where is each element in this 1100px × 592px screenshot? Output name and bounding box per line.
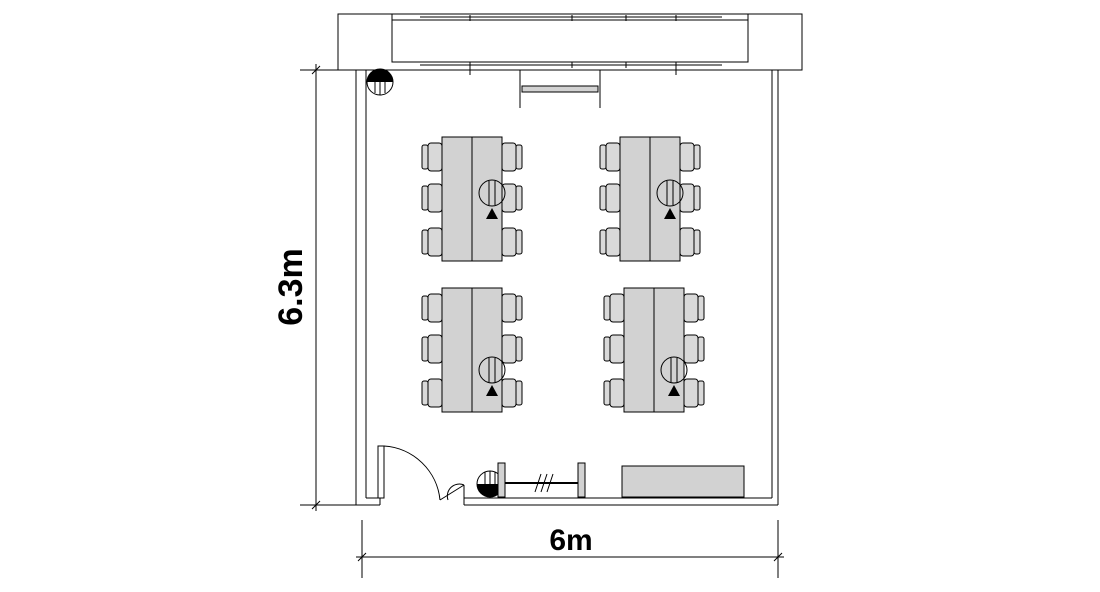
meeting-table-group bbox=[421, 287, 523, 413]
chair bbox=[501, 293, 517, 323]
chair-back bbox=[603, 295, 611, 321]
chair bbox=[501, 227, 517, 257]
height-dimension-label: 6.3m bbox=[272, 248, 310, 326]
chair bbox=[501, 142, 517, 172]
table-outlet bbox=[478, 356, 506, 396]
chair bbox=[679, 142, 695, 172]
outlet-arrow bbox=[486, 208, 498, 219]
chair-back bbox=[603, 336, 611, 362]
chair-back bbox=[599, 144, 607, 170]
wall-screen bbox=[519, 70, 601, 108]
chair bbox=[427, 378, 443, 408]
chair-back bbox=[603, 380, 611, 406]
chair-back bbox=[515, 185, 523, 211]
chair-back bbox=[515, 144, 523, 170]
chair-back bbox=[421, 295, 429, 321]
chair bbox=[501, 334, 517, 364]
storage-cabinet bbox=[621, 465, 745, 498]
chair-back bbox=[515, 295, 523, 321]
chair-back bbox=[421, 229, 429, 255]
chair-back bbox=[421, 144, 429, 170]
outlet-arrow bbox=[486, 385, 498, 396]
chair-back bbox=[697, 295, 705, 321]
entrance-door bbox=[377, 445, 465, 501]
chair bbox=[683, 378, 699, 408]
width-dimension-label: 6m bbox=[549, 524, 592, 557]
chair-back bbox=[693, 229, 701, 255]
chair-back bbox=[693, 144, 701, 170]
chair bbox=[683, 293, 699, 323]
chair bbox=[609, 378, 625, 408]
width-dimension bbox=[356, 520, 784, 578]
meeting-table-group bbox=[421, 136, 523, 262]
table-outlet bbox=[660, 356, 688, 396]
counter-rail bbox=[497, 462, 586, 498]
chair-back bbox=[697, 380, 705, 406]
room-walls bbox=[355, 69, 779, 506]
chair bbox=[609, 293, 625, 323]
chair bbox=[427, 142, 443, 172]
table-outlet bbox=[656, 179, 684, 219]
tables-layer bbox=[421, 136, 705, 413]
chair-back bbox=[599, 229, 607, 255]
height-dimension bbox=[300, 64, 356, 511]
outlet-arrow bbox=[664, 208, 676, 219]
table-outlet bbox=[478, 179, 506, 219]
chair bbox=[605, 142, 621, 172]
chair bbox=[683, 334, 699, 364]
chair bbox=[605, 183, 621, 213]
chair bbox=[609, 334, 625, 364]
chair-back bbox=[515, 336, 523, 362]
chair-back bbox=[421, 380, 429, 406]
chair-back bbox=[515, 380, 523, 406]
chair-back bbox=[599, 185, 607, 211]
chair-back bbox=[697, 336, 705, 362]
outlet-symbol-top bbox=[366, 68, 394, 96]
chair bbox=[427, 334, 443, 364]
chair-back bbox=[421, 336, 429, 362]
chair-back bbox=[515, 229, 523, 255]
outlet-arrow bbox=[668, 385, 680, 396]
chair-back bbox=[421, 185, 429, 211]
meeting-table-group bbox=[603, 287, 705, 413]
chair bbox=[501, 378, 517, 408]
window-bay bbox=[337, 13, 803, 75]
chair bbox=[679, 227, 695, 257]
chair bbox=[427, 293, 443, 323]
chair-back bbox=[693, 185, 701, 211]
chair bbox=[605, 227, 621, 257]
chair bbox=[427, 227, 443, 257]
meeting-table-group bbox=[599, 136, 701, 262]
chair bbox=[427, 183, 443, 213]
